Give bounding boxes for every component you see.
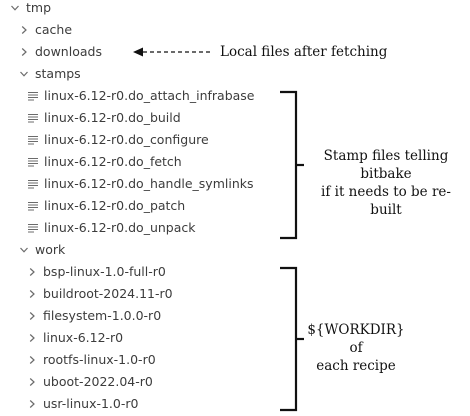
work-dir-label: usr-linux-1.0-r0 — [43, 396, 139, 411]
stamp-file[interactable]: linux-6.12-r0.do_handle_symlinks — [27, 173, 254, 195]
chevron-right-icon — [27, 399, 37, 409]
work-bracket — [280, 266, 298, 412]
stamps-annotation-line1: Stamp files telling bitbake — [323, 148, 449, 182]
work-annotation-line2: each recipe — [316, 358, 396, 374]
chevron-down-icon — [10, 3, 20, 13]
tree-item-label: stamps — [35, 66, 81, 81]
chevron-right-icon — [27, 267, 37, 277]
chevron-right-icon — [19, 47, 29, 57]
tree-item-label: work — [35, 242, 66, 257]
work-dir[interactable]: buildroot-2024.11-r0 — [27, 283, 173, 305]
work-dir[interactable]: usr-linux-1.0-r0 — [27, 393, 138, 415]
work-dir-label: linux-6.12-r0 — [43, 330, 124, 345]
chevron-right-icon — [27, 377, 37, 387]
work-dir-label: filesystem-1.0.0-r0 — [43, 308, 162, 323]
stamp-file-label: linux-6.12-r0.do_configure — [44, 132, 209, 147]
stamp-file[interactable]: linux-6.12-r0.do_fetch — [27, 151, 182, 173]
file-lines-icon — [27, 200, 39, 212]
stamps-bracket — [280, 90, 298, 240]
file-lines-icon — [27, 112, 39, 124]
work-dir[interactable]: linux-6.12-r0 — [27, 327, 123, 349]
tree-item-cache[interactable]: cache — [19, 19, 72, 41]
stamp-file-label: linux-6.12-r0.do_build — [44, 110, 181, 125]
tree-item-label: cache — [35, 22, 73, 37]
stamp-file-label: linux-6.12-r0.do_unpack — [44, 220, 196, 235]
chevron-right-icon — [27, 289, 37, 299]
file-lines-icon — [27, 156, 39, 168]
stamp-file-label: linux-6.12-r0.do_patch — [44, 198, 186, 213]
work-dir-label: bsp-linux-1.0-full-r0 — [43, 264, 166, 279]
file-lines-icon — [27, 134, 39, 146]
stamps-annotation: Stamp files telling bitbake if it needs … — [306, 147, 466, 219]
stamp-file-label: linux-6.12-r0.do_fetch — [44, 154, 182, 169]
tree-item-tmp[interactable]: tmp — [10, 0, 51, 19]
file-lines-icon — [27, 178, 39, 190]
chevron-right-icon — [19, 25, 29, 35]
tree-item-downloads[interactable]: downloads — [19, 41, 102, 63]
tree-item-stamps[interactable]: stamps — [19, 63, 81, 85]
downloads-arrow — [133, 47, 212, 57]
work-dir[interactable]: bsp-linux-1.0-full-r0 — [27, 261, 166, 283]
chevron-down-icon — [19, 245, 29, 255]
work-annotation: ${WORKDIR} of each recipe — [306, 321, 406, 375]
tree-item-label: tmp — [26, 0, 52, 15]
stamp-file-label: linux-6.12-r0.do_attach_infrabase — [44, 88, 255, 103]
stamp-file[interactable]: linux-6.12-r0.do_patch — [27, 195, 185, 217]
file-lines-icon — [27, 222, 39, 234]
work-dir-label: rootfs-linux-1.0-r0 — [43, 352, 156, 367]
tree-item-label: downloads — [35, 44, 102, 59]
stamps-annotation-line2: if it needs to be re-built — [321, 184, 451, 218]
chevron-right-icon — [27, 311, 37, 321]
file-lines-icon — [27, 90, 39, 102]
tree-item-work[interactable]: work — [19, 239, 65, 261]
stamp-file[interactable]: linux-6.12-r0.do_configure — [27, 129, 209, 151]
stamp-file[interactable]: linux-6.12-r0.do_attach_infrabase — [27, 85, 255, 107]
work-dir[interactable]: filesystem-1.0.0-r0 — [27, 305, 161, 327]
downloads-annotation: Local files after fetching — [220, 44, 388, 60]
work-dir[interactable]: rootfs-linux-1.0-r0 — [27, 349, 156, 371]
stamp-file[interactable]: linux-6.12-r0.do_unpack — [27, 217, 196, 239]
stamp-file-label: linux-6.12-r0.do_handle_symlinks — [44, 176, 254, 191]
work-dir-label: buildroot-2024.11-r0 — [43, 286, 173, 301]
chevron-right-icon — [27, 355, 37, 365]
stamp-file[interactable]: linux-6.12-r0.do_build — [27, 107, 181, 129]
work-dir[interactable]: uboot-2022.04-r0 — [27, 371, 153, 393]
work-dir-label: uboot-2022.04-r0 — [43, 374, 153, 389]
work-annotation-line1: ${WORKDIR} of — [307, 322, 405, 356]
chevron-down-icon — [19, 69, 29, 79]
arrow-head — [133, 47, 143, 57]
chevron-right-icon — [27, 333, 37, 343]
